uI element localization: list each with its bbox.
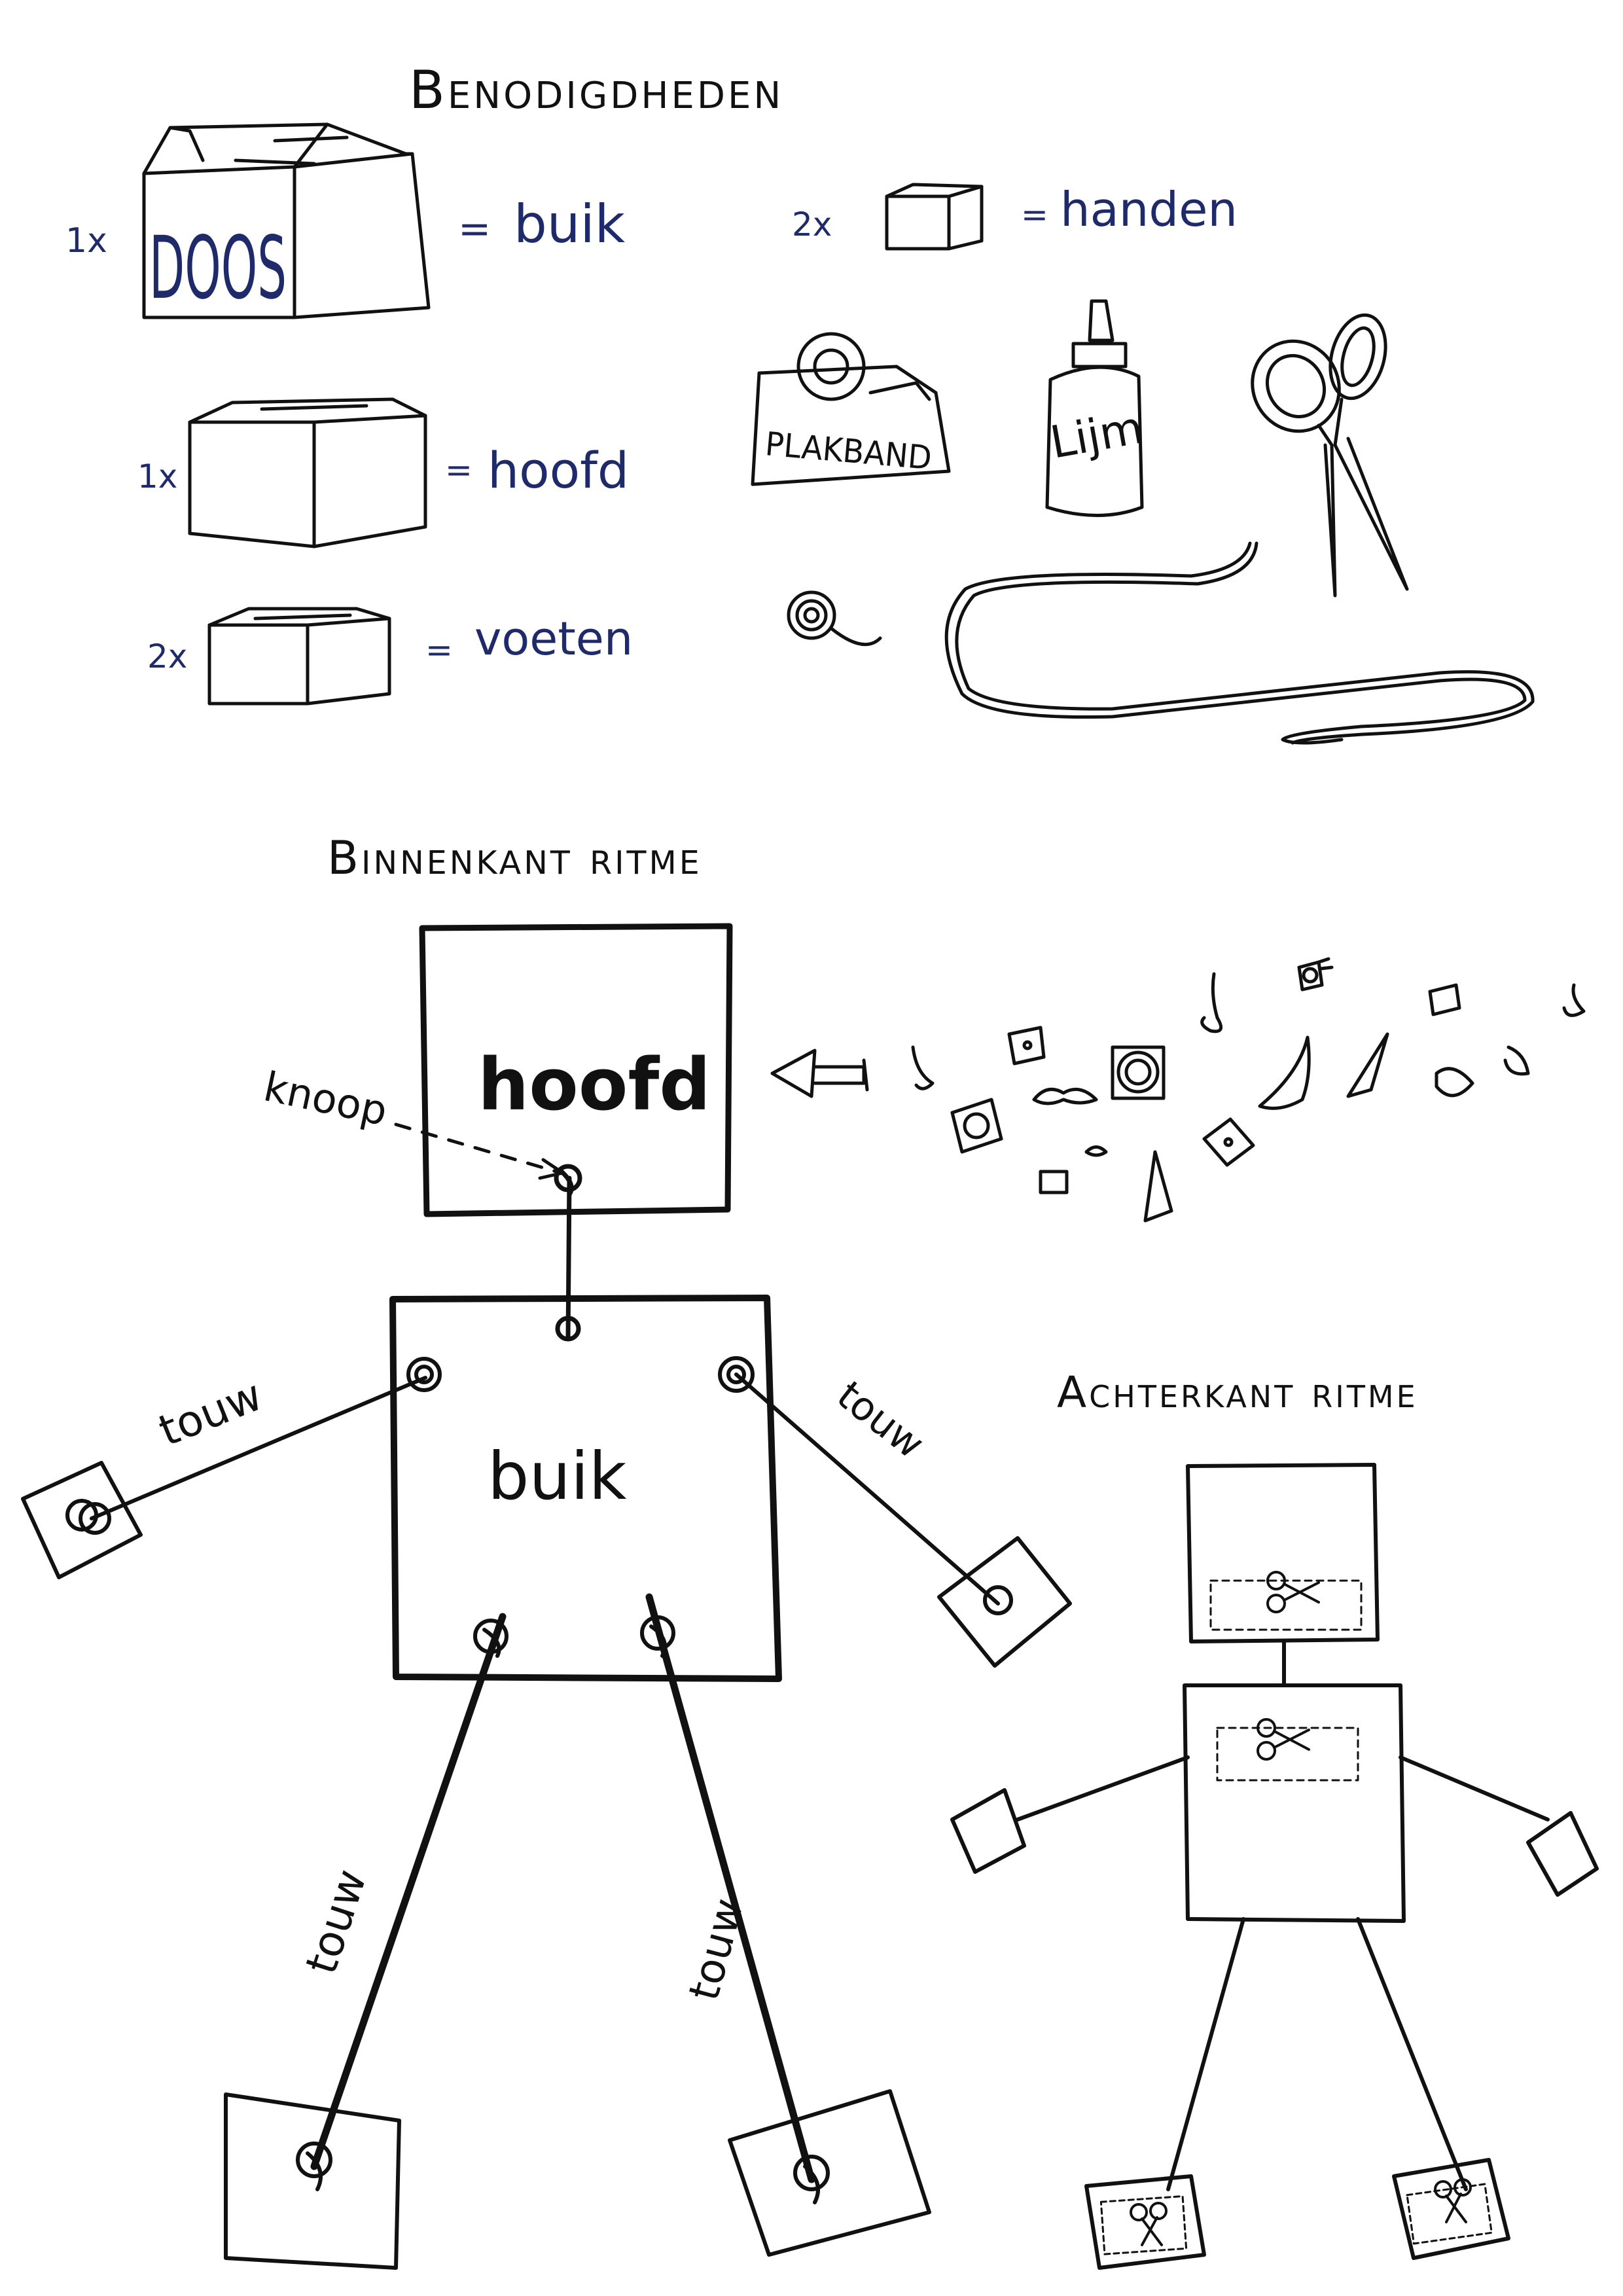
belly-name: buik [514, 194, 626, 255]
belly-box-label: DOOS [149, 218, 287, 319]
belly-equals: = [458, 206, 491, 252]
supply-belly: 1x DOOS = buik [65, 122, 626, 319]
rope-label-left-arm: touw [152, 1370, 269, 1456]
left-leg: touw [224, 1613, 508, 2270]
tape-dispenser-icon: PLAKBAND [751, 332, 951, 486]
feet-equals: = [425, 631, 453, 669]
glue-label: Lijm [1046, 402, 1147, 469]
scissors-icon [1257, 1718, 1310, 1761]
mustache-icon [1032, 1087, 1098, 1105]
button-icon [950, 983, 1461, 1194]
rope-label-right-leg: touw [680, 1893, 753, 2005]
knot-arrow [394, 1122, 565, 1180]
box-icon [207, 607, 391, 706]
tape-label: PLAKBAND [764, 425, 933, 477]
glue-bottle-icon: Lijm [1045, 299, 1147, 517]
feet-name: voeten [474, 612, 633, 666]
inside-belly-label: buik [488, 1438, 627, 1515]
supply-feet: 2x = voeten [147, 607, 633, 706]
mouth-icon [1084, 1045, 1530, 1157]
box-icon [142, 122, 431, 319]
hands-count: 2x [792, 206, 832, 243]
right-leg: touw [640, 1593, 931, 2257]
back-title: Achterkant ritme [1057, 1367, 1418, 1418]
nose-icon [911, 972, 1586, 1090]
head-count: 1x [137, 457, 177, 495]
inside-belly: buik [389, 1295, 782, 1682]
inside-title: Binnenkant ritme [327, 831, 702, 885]
rope-icon [944, 541, 1535, 745]
head-equals: = [445, 451, 473, 489]
box-icon [188, 397, 427, 548]
belly-count: 1x [65, 221, 107, 260]
feet-count: 2x [147, 637, 187, 675]
knot-label: knoop [260, 1062, 391, 1135]
scissors-icon [1434, 2178, 1472, 2223]
neck-rope [554, 1164, 582, 1342]
hands-name: handen [1060, 182, 1238, 237]
hands-equals: = [1021, 196, 1048, 234]
scissors-icon [1266, 1571, 1320, 1613]
head-name: hoofd [488, 441, 629, 499]
thread-spool-icon [787, 590, 882, 647]
inside-head-label: hoofd [478, 1043, 711, 1126]
supply-hands: 2x = handen [792, 182, 1238, 251]
inside-head: hoofd [419, 923, 733, 1217]
left-arm: touw [21, 1357, 442, 1579]
arrow-icon [770, 1049, 869, 1098]
box-icon [885, 183, 984, 251]
supply-head: 1x = hoofd [137, 397, 629, 548]
supplies-title: Benodigdheden [409, 60, 783, 120]
eye-icon [1297, 957, 1334, 992]
rope-label-left-leg: touw [296, 1863, 376, 1980]
face-parts [770, 957, 1586, 1223]
scissors-icon [1251, 313, 1409, 598]
rope-label-right-arm: touw [829, 1372, 933, 1468]
back-robot [950, 1463, 1599, 2270]
scissors-icon [1130, 2202, 1168, 2246]
